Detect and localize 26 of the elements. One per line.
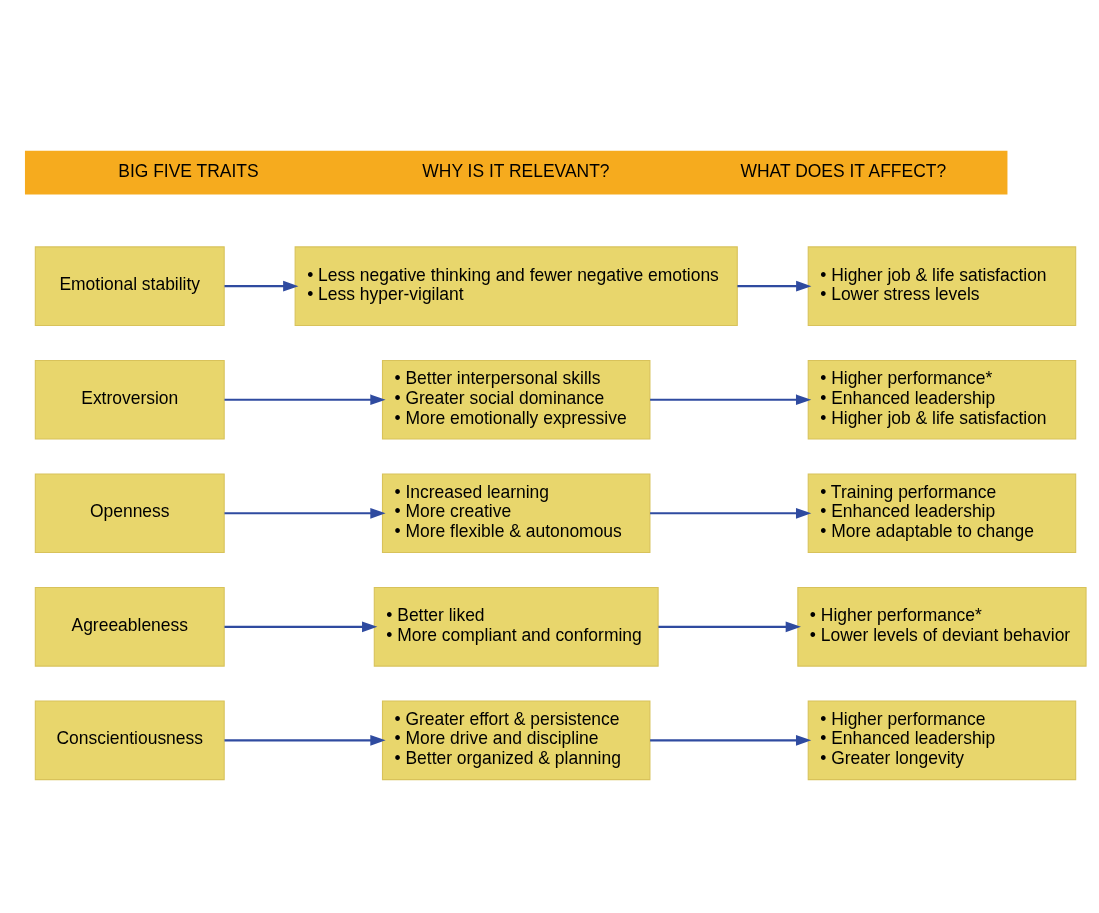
arrow	[650, 507, 812, 519]
arrow	[650, 734, 812, 746]
node-box: Openness	[34, 473, 225, 554]
arrow	[658, 621, 801, 633]
node-box: • Increased learning • More creative • More flexible & autonomous	[381, 473, 651, 554]
node-box: • Higher performance* • Enhanced leadership • Higher job & life satisfaction	[807, 359, 1077, 440]
arrow	[224, 734, 386, 746]
arrow	[650, 394, 812, 406]
node-box: • Better interpersonal skills • Greater social dominance • More emotionally expressive	[381, 359, 651, 440]
arrow	[224, 507, 386, 519]
node-box: BIG FIVE TRAITS WHY IS IT RELEVANT? WHAT DOES IT AFFECT?	[24, 150, 1008, 195]
node-box: Emotional stability	[34, 246, 225, 327]
node-box: • Less negative thinking and fewer negative emotions • Less hyper-vigilant	[294, 246, 738, 327]
arrow	[224, 621, 378, 633]
node-box: • Higher performance • Enhanced leadership • Greater longevity	[807, 700, 1077, 781]
node-box: • Better liked • More compliant and conforming	[373, 586, 659, 667]
node-box: • Higher performance* • Lower levels of deviant behavior	[797, 586, 1087, 667]
node-box: Agreeableness	[34, 586, 225, 667]
node-box: Conscientiousness	[34, 700, 225, 781]
node-box: • Greater effort & persistence • More drive and discipline • Better organized & planning	[381, 700, 651, 781]
node-box: • Training performance • Enhanced leadership • More adaptable to change	[807, 473, 1077, 554]
arrow	[737, 280, 812, 292]
arrow	[224, 394, 386, 406]
node-box: • Higher job & life satisfaction • Lower stress levels	[807, 246, 1077, 327]
node-box: Extroversion	[34, 359, 225, 440]
arrow	[224, 280, 299, 292]
